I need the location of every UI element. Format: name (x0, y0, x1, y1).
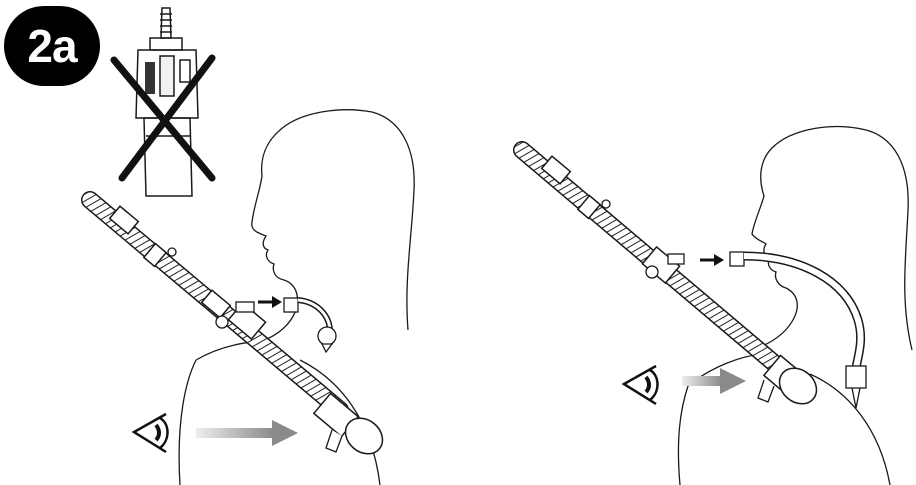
arrow-right-icon (700, 254, 724, 266)
eye-icon (131, 412, 169, 454)
cross-mark (110, 54, 216, 182)
breathing-tube-right (513, 141, 818, 405)
eye-icon (621, 364, 659, 406)
crossed-out-connector-icon (135, 7, 199, 197)
view-direction-arrow (682, 368, 746, 394)
airway-connector-left (283, 297, 337, 354)
suction-catheter-right (729, 251, 867, 409)
breathing-tube-left (81, 191, 384, 455)
step-badge: 2a (4, 6, 100, 86)
arrow-right-icon (258, 296, 282, 308)
view-direction-arrow (196, 420, 298, 446)
